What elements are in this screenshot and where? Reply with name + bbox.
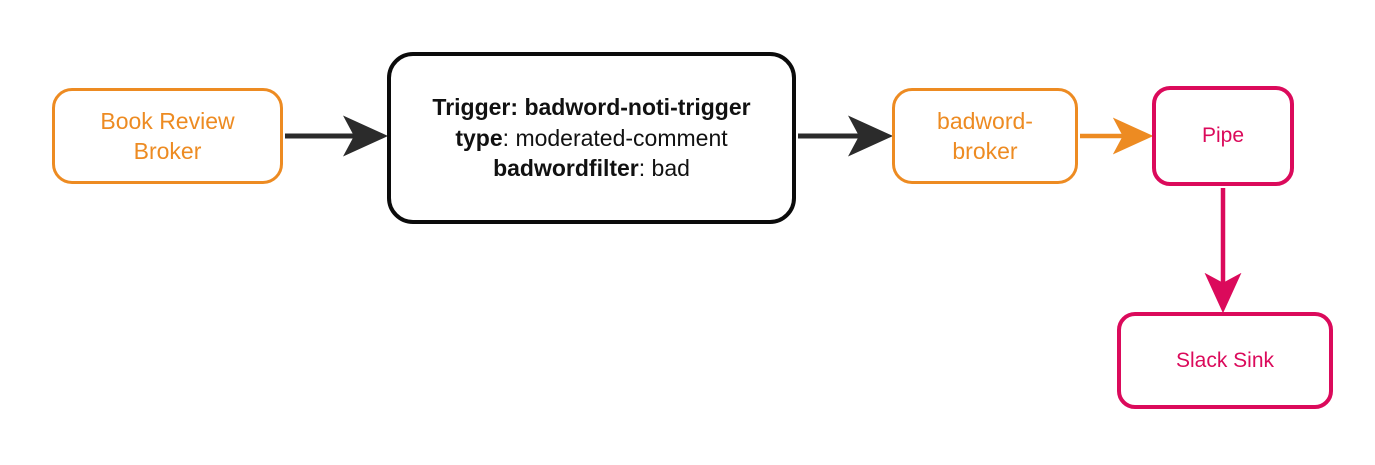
node-trigger[interactable]: Trigger: badword-noti-trigger type: mode… <box>387 52 796 224</box>
trigger-line-type: type: moderated-comment <box>455 124 728 151</box>
trigger-line-name: Trigger: badword-noti-trigger <box>432 94 751 121</box>
node-book-review-broker-label: Book Review Broker <box>100 107 235 164</box>
node-book-review-broker[interactable]: Book Review Broker <box>52 88 283 184</box>
node-badword-broker[interactable]: badword- broker <box>892 88 1078 184</box>
node-badword-broker-label: badword- broker <box>937 107 1033 164</box>
node-trigger-label: Trigger: badword-noti-trigger type: mode… <box>418 92 764 183</box>
node-pipe-label: Pipe <box>1201 124 1245 148</box>
node-pipe[interactable]: Pipe <box>1152 86 1294 186</box>
node-slack-sink-label: Slack Sink <box>1175 348 1275 372</box>
trigger-line-badwordfilter: badwordfilter: bad <box>493 155 690 182</box>
node-slack-sink[interactable]: Slack Sink <box>1117 312 1333 409</box>
